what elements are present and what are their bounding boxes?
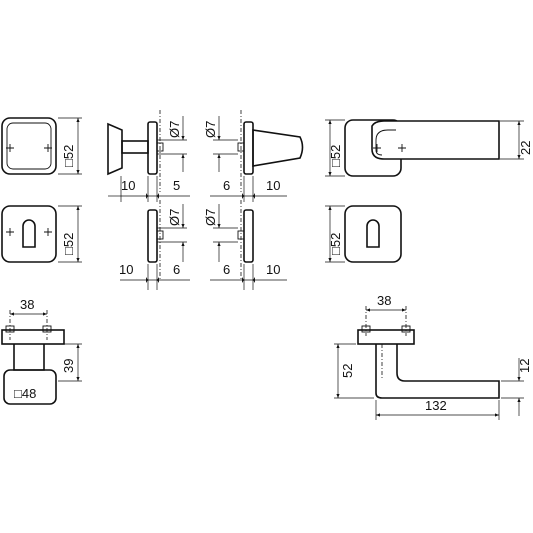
escutcheon-front-cylinder-right: □52 <box>325 205 402 263</box>
dim-pin-dia-1: Ø7 <box>167 121 182 138</box>
dim-knob-base-width: 38 <box>20 297 34 312</box>
dim-lever-length: 132 <box>425 398 447 413</box>
dim-side2-offset: 6 <box>173 262 180 277</box>
screw-mark-icon <box>44 144 52 152</box>
screw-mark-icon <box>6 228 14 236</box>
screw-mark-icon <box>6 144 14 152</box>
keyhole-icon <box>366 219 380 248</box>
escutcheon-side-view-1: Ø7 10 6 <box>119 200 190 290</box>
knob-side-view: Ø7 10 5 <box>107 110 190 202</box>
dim-knob-square: □48 <box>14 386 36 401</box>
escutcheon-front-cylinder: □52 <box>1 205 82 263</box>
dim-rose-square-2: □52 <box>61 233 76 255</box>
screw-mark-icon <box>44 228 52 236</box>
screw-mark-icon <box>373 144 381 152</box>
dim-pin-dia-4: Ø7 <box>203 209 218 226</box>
dim-lever-bar-height: 12 <box>517 359 532 373</box>
lever-front-view: □52 22 <box>325 119 533 177</box>
screw-mark-icon <box>398 144 406 152</box>
dim-side3-len: 10 <box>266 262 280 277</box>
knob-top-view: 38 39 □48 <box>1 297 82 405</box>
dim-pin-dia-2: Ø7 <box>203 121 218 138</box>
keyhole-icon <box>22 219 36 248</box>
dim-pin-dia-3: Ø7 <box>167 209 182 226</box>
dim-knob-len: 10 <box>121 178 135 193</box>
dim-knob-offset: 5 <box>173 178 180 193</box>
lever-side-view: Ø7 6 10 <box>203 110 304 202</box>
dim-side2-len: 10 <box>119 262 133 277</box>
dim-knob-height: 39 <box>61 359 76 373</box>
dim-lever1-len: 10 <box>266 178 280 193</box>
dim-lever-height: 22 <box>518 141 533 155</box>
dim-lever-base-width: 38 <box>377 293 391 308</box>
dim-rose-square-3: □52 <box>328 145 343 167</box>
lever-top-view: 38 52 12 132 <box>334 293 532 420</box>
dim-rose-square-1: □52 <box>61 145 76 167</box>
dim-lever1-offset: 6 <box>223 178 230 193</box>
rose-front-plain: □52 <box>1 117 82 175</box>
escutcheon-side-view-2: Ø7 6 10 <box>203 200 287 290</box>
dim-side3-offset: 6 <box>223 262 230 277</box>
dim-rose-square-4: □52 <box>328 233 343 255</box>
dim-lever-projection: 52 <box>340 364 355 378</box>
